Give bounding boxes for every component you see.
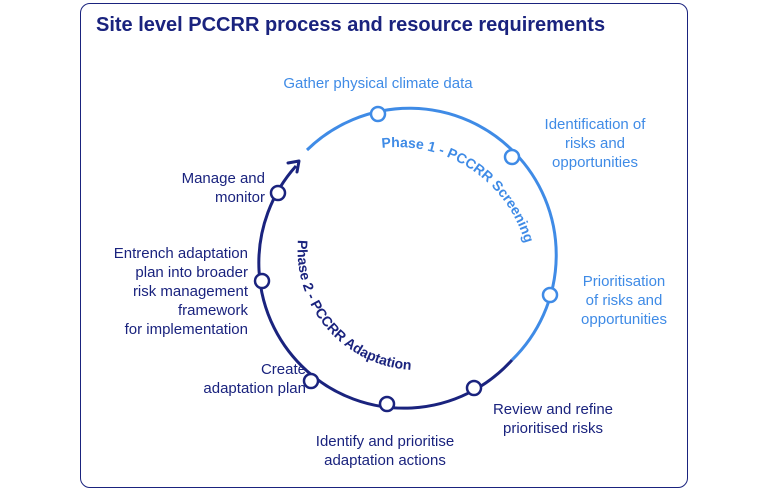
diagram-frame [80, 3, 688, 488]
step-node-gather-data [369, 105, 387, 123]
step-label-review: Review and refine prioritised risks [492, 401, 614, 437]
arrow-head-icon [286, 159, 301, 174]
diagram-title: Site level PCCRR process and resource re… [96, 14, 606, 36]
step-label-manage: Manage and monitor [181, 170, 265, 206]
step-node-manage [269, 184, 287, 202]
step-label-gather-data: Gather physical climate data [283, 75, 473, 92]
step-label-identification: Identification of risks and opportunitie… [544, 116, 646, 171]
phase-2-label: Phase 2 - PCCRR Adaptation [294, 240, 412, 373]
step-label-prioritisation: Prioritisation of risks and opportunitie… [581, 273, 667, 328]
step-node-prioritisation [541, 286, 559, 304]
step-node-create-plan [302, 372, 320, 390]
step-label-entrench: Entrench adaptation plan into broader ri… [113, 245, 248, 338]
step-node-entrench [253, 272, 271, 290]
step-node-review [465, 379, 483, 397]
phase-2-arc [257, 164, 514, 410]
step-label-create-plan: Create adaptation plan [203, 361, 306, 397]
step-node-identification [503, 148, 521, 166]
step-node-identify-actions [378, 395, 396, 413]
step-label-identify-actions: Identify and prioritise adaptation actio… [315, 433, 455, 469]
